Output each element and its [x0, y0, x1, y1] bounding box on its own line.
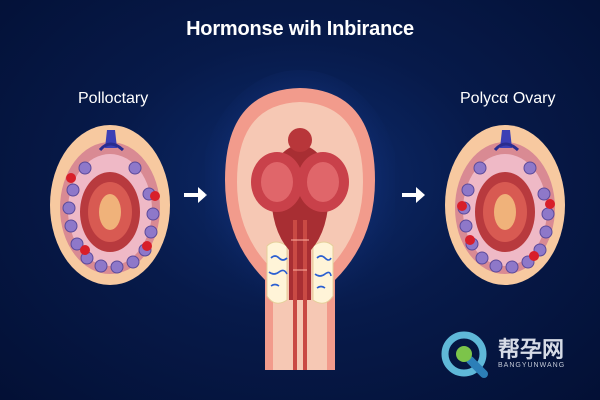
left-ovary-illustration: [50, 125, 170, 285]
right-ovary-label: Polycα Ovary: [460, 90, 556, 107]
diagram-title: Hormonse wih Inbirance: [186, 18, 414, 40]
watermark-chinese-text: 帮孕网: [498, 338, 565, 363]
watermark-logo-icon: [441, 331, 488, 378]
right-arrow-icon: [402, 187, 425, 203]
left-ovary-label: Polloctary: [78, 90, 149, 107]
right-arrow-icon: [184, 187, 207, 203]
right-ovary-illustration: [445, 125, 565, 285]
uterus-illustration: [205, 70, 395, 370]
watermark-english-text: BANGYUNWANG: [498, 362, 566, 369]
